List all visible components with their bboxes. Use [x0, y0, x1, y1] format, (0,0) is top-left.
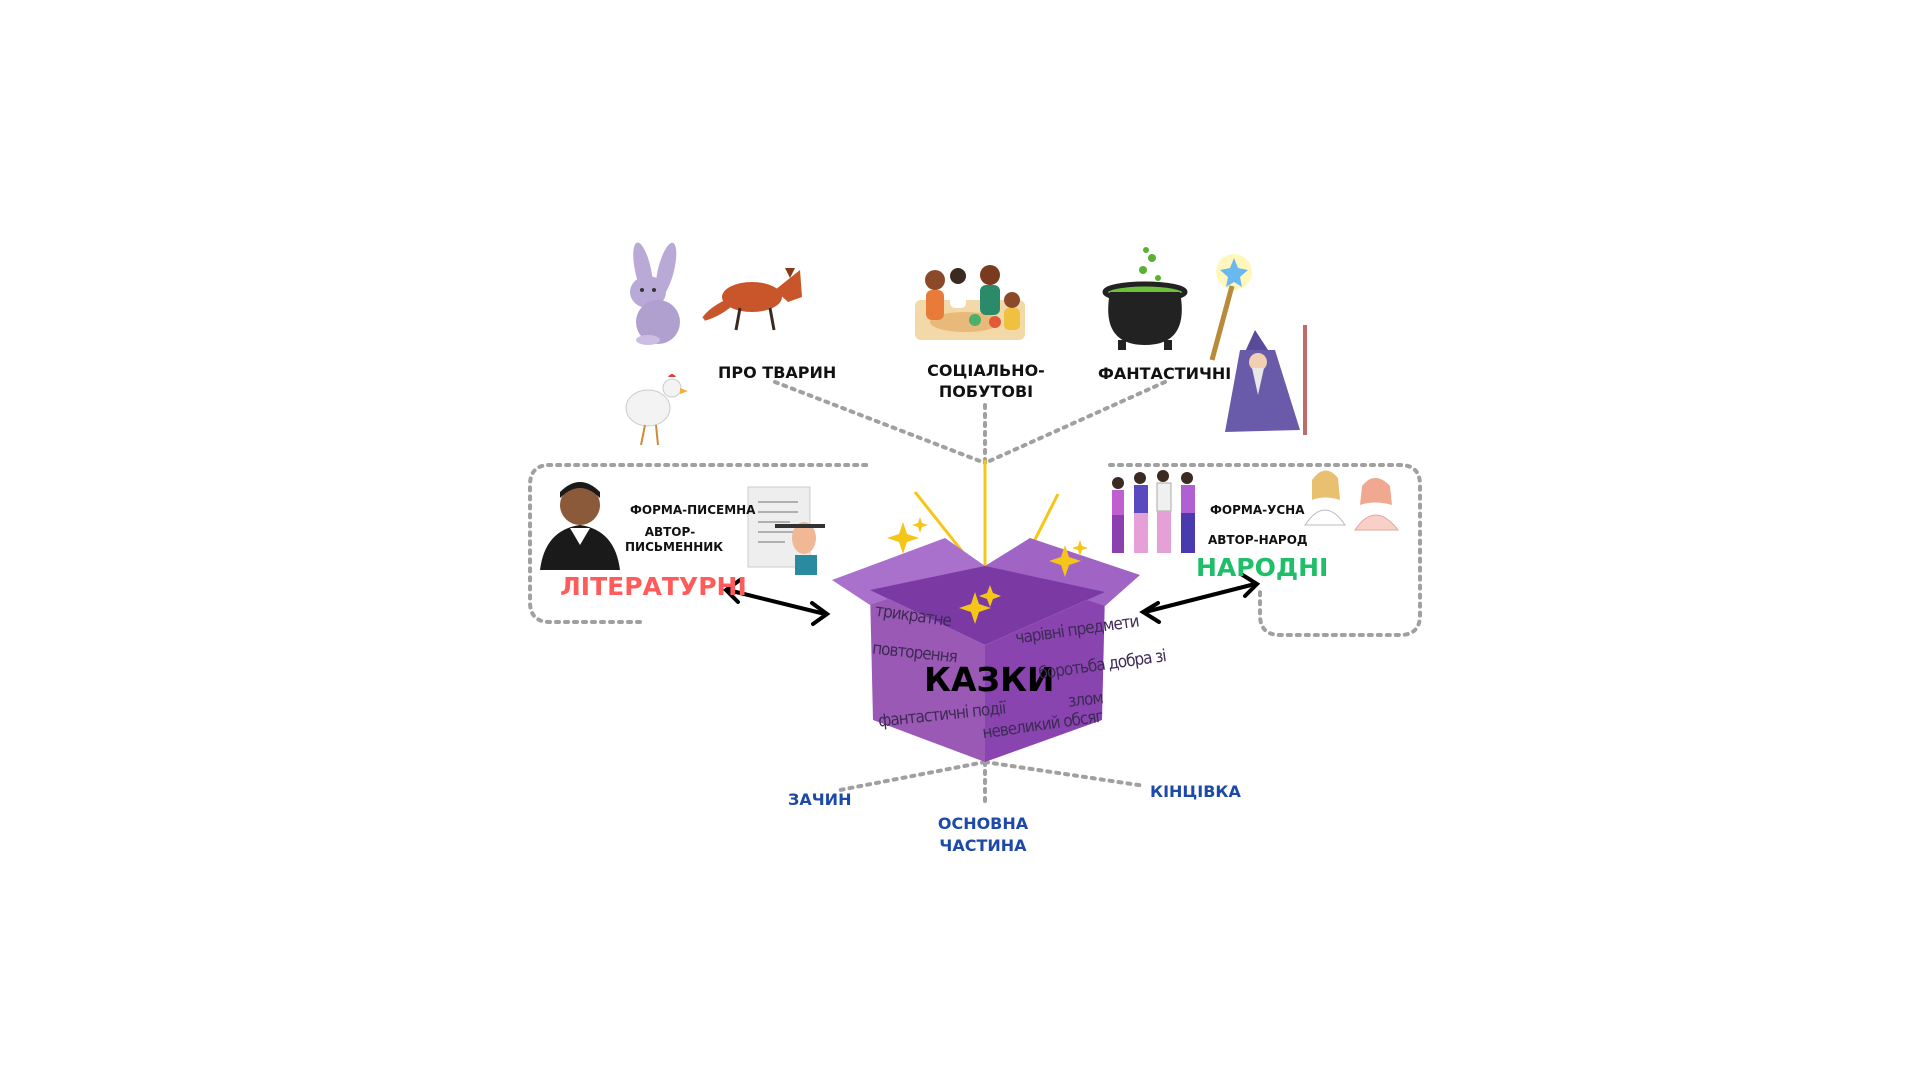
folk-title: НАРОДНІ: [1196, 553, 1328, 582]
type-animals-label: ПРО ТВАРИН: [718, 363, 836, 382]
rabbit-icon: [629, 241, 680, 345]
hen-icon: [626, 374, 688, 445]
whispering-icon: [1305, 470, 1398, 530]
document-icon: [748, 487, 825, 575]
literary-author-label: АВТОР- ПИСЬМЕННИК: [625, 525, 715, 555]
people-group-icon: [1112, 470, 1195, 553]
cauldron-icon: [1105, 247, 1185, 350]
magic-wand-icon: [1212, 254, 1252, 360]
type-social-label: СОЦІАЛЬНО- ПОБУТОВІ: [926, 360, 1046, 402]
folk-author-label: АВТОР-НАРОД: [1208, 533, 1308, 547]
folk-form-label: ФОРМА-УСНА: [1210, 503, 1305, 517]
fox-icon: [695, 268, 802, 330]
literary-title: ЛІТЕРАТУРНІ: [560, 572, 747, 601]
part-opening-label: ЗАЧИН: [788, 790, 851, 809]
literary-form-label: ФОРМА-ПИСЕМНА: [630, 503, 755, 517]
family-icon: [915, 265, 1025, 340]
part-main-label: ОСНОВНА ЧАСТИНА: [928, 813, 1038, 857]
type-fantastic-label: ФАНТАСТИЧНІ: [1098, 364, 1231, 383]
part-ending-label: КІНЦІВКА: [1150, 782, 1241, 801]
wizard-icon: [1225, 325, 1305, 435]
writer-portrait-icon: [540, 482, 620, 570]
